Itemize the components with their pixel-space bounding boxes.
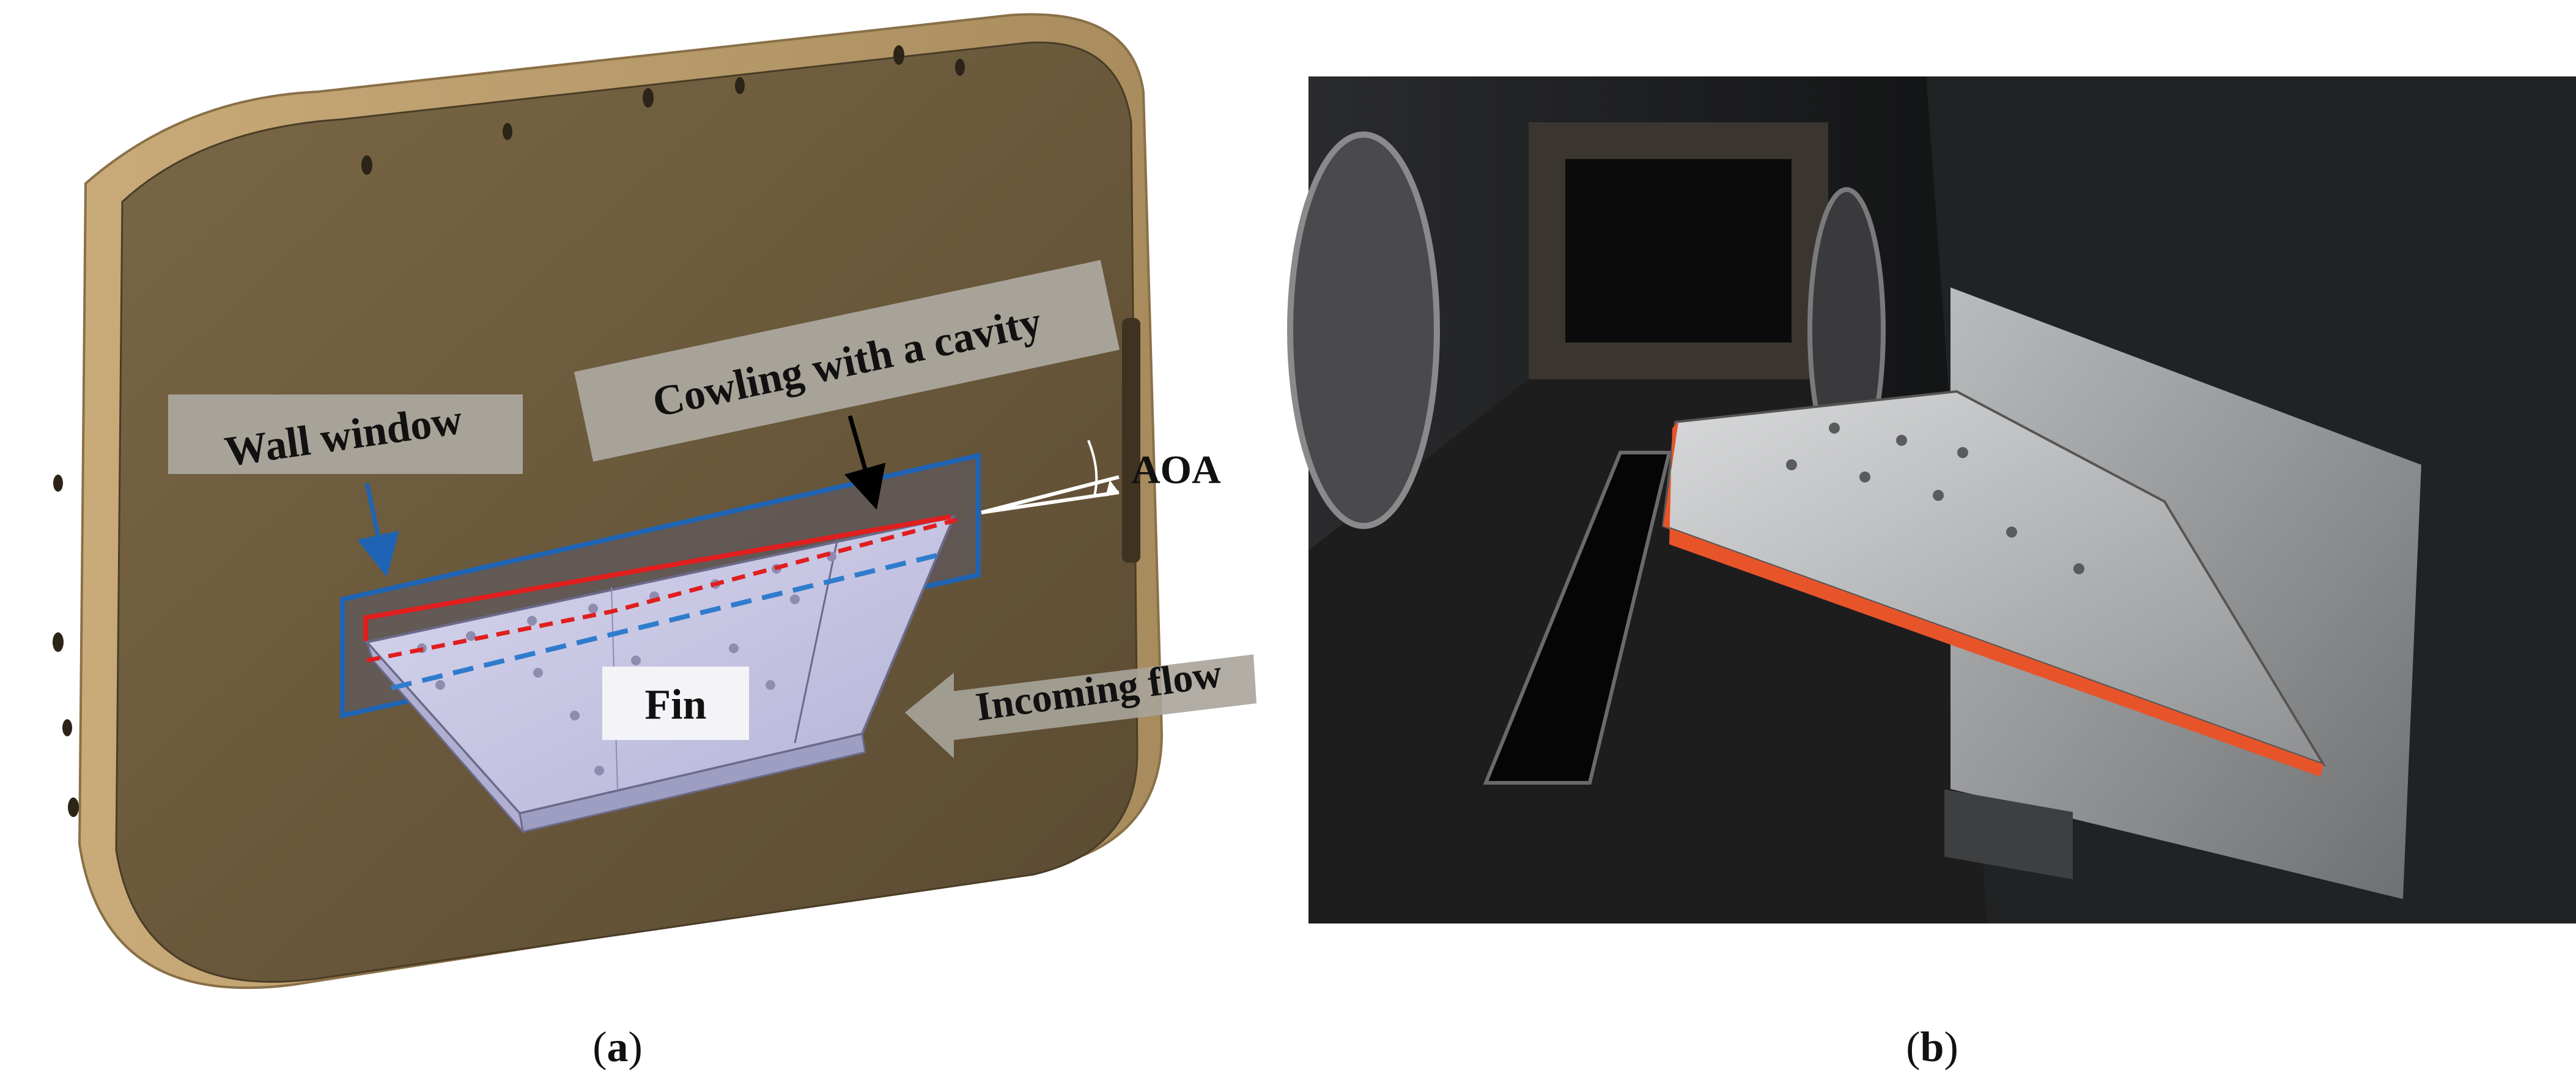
- panel-a: Wall window Cowling with a cavity Fin AO…: [53, 13, 1257, 1071]
- aoa-label: AOA: [1131, 448, 1221, 492]
- fin-patch: [1944, 789, 2073, 879]
- caption-a: (a): [592, 1024, 643, 1071]
- porthole-left: [1287, 131, 1440, 529]
- wall-window-arrow: [357, 483, 399, 577]
- fin-photo: [1661, 390, 2327, 767]
- aoa-indicator: [981, 440, 1120, 514]
- mounting-holes: [53, 45, 965, 817]
- plate-face: [115, 41, 1139, 983]
- cowling-outline: [363, 514, 951, 641]
- cowling-arrow: [844, 415, 886, 510]
- tunnel-opening: [1565, 159, 1792, 342]
- cowling-dashed: [366, 517, 958, 663]
- cowling-label-box: [574, 260, 1120, 462]
- side-slot: [1122, 318, 1140, 563]
- fin-label-box: [602, 667, 749, 740]
- fin-label: Fin: [644, 681, 706, 728]
- fin-orange-edge: [1663, 422, 2323, 777]
- panel-b: (b): [1287, 76, 2576, 1071]
- floor-slot: [1483, 451, 1672, 785]
- caption-b: (b): [1906, 1024, 1958, 1071]
- fin-bolts: [1786, 423, 2084, 574]
- incoming-flow-arrow: [905, 654, 1257, 758]
- wall-window-label-box: [168, 394, 523, 474]
- fin-model: [364, 515, 956, 835]
